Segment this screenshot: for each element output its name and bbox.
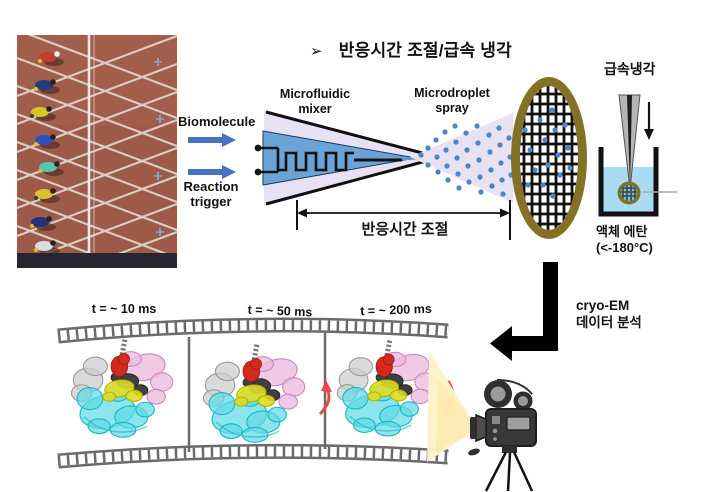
film-strip — [57, 317, 455, 469]
reaction-trigger-arrow — [188, 165, 236, 179]
time-label-10ms: t = ~ 10 ms — [91, 302, 157, 316]
spray-label-line1: Microdroplet — [414, 86, 490, 100]
plunge-freeze-diagram — [598, 94, 677, 217]
ethane-cup — [598, 147, 659, 217]
biomolecule-arrow — [188, 133, 236, 147]
biomolecule-label: Biomolecule — [178, 114, 256, 129]
droplets — [418, 123, 514, 197]
mixer-label-line2: mixer — [298, 102, 332, 116]
cryoem-analysis-label: cryo-EM 데이터 분석 — [576, 298, 642, 331]
em-grid — [511, 77, 587, 239]
workflow-arrow — [490, 262, 558, 361]
rapid-cooling-label: 급속냉각 — [604, 61, 656, 77]
ethane-name: 액체 에탄 — [596, 224, 648, 239]
movie-camera-icon — [468, 379, 537, 492]
sprinters-start-photo — [17, 35, 177, 268]
grid-mesh — [520, 86, 578, 230]
protein-structure-200ms — [337, 341, 436, 436]
mixer-label-line1: Microfluidic — [279, 87, 351, 101]
data-analysis-text: 데이터 분석 — [576, 314, 642, 330]
runners — [30, 51, 64, 255]
spray-label-line2: spray — [435, 101, 469, 115]
input-arrows — [188, 133, 236, 179]
slide-title: ➢ 반응시간 조절/급속 냉각 — [310, 41, 512, 61]
reaction-trigger-label: Reaction trigger — [178, 179, 244, 209]
protein-structure-50ms — [204, 345, 305, 443]
microfluidic-mixer — [254, 110, 433, 206]
mixer-label: Microfluidic mixer — [263, 87, 367, 117]
title-bullet-icon: ➢ — [310, 43, 323, 60]
droplets-on-grid — [522, 107, 573, 199]
film-sprockets-top — [57, 317, 449, 344]
ethane-temperature: (<-180°C) — [596, 240, 653, 255]
photo-bottom-strip — [17, 253, 177, 268]
tripod — [484, 451, 534, 492]
reaction-label-line1: Reaction — [183, 179, 239, 194]
title-text: 반응시간 조절/급속 냉각 — [338, 41, 512, 60]
reaction-time-span — [296, 200, 511, 240]
liquid-ethane-label: 액체 에탄 (<-180°C) — [596, 224, 653, 256]
reaction-label-line2: trigger — [190, 194, 232, 209]
track-markers — [154, 58, 164, 236]
film-sprockets-bottom — [57, 443, 449, 469]
cryoem-text: cryo-EM — [576, 298, 630, 313]
spray-label: Microdroplet spray — [400, 86, 504, 116]
reaction-time-label: 반응시간 조절 — [361, 221, 449, 238]
projector — [427, 351, 537, 492]
microdroplet-spray — [410, 113, 514, 203]
protein-structure-10ms — [72, 340, 173, 438]
